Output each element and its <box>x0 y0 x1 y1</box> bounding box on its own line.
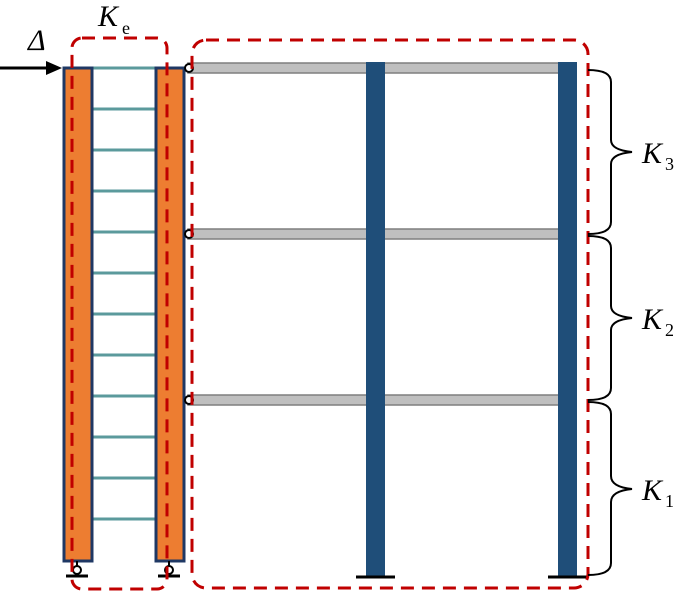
ke-label-main: K <box>97 0 120 33</box>
ladder-rungs <box>92 66 156 521</box>
k3-label-main: K <box>641 137 664 170</box>
frame-dashed-box <box>190 38 590 590</box>
ke-label: K e <box>97 0 130 38</box>
brace-k1 <box>587 401 633 576</box>
k1-label: K 1 <box>641 474 674 511</box>
brace-k2 <box>587 235 633 401</box>
left-wall-support <box>66 561 88 578</box>
delta-label: Δ <box>27 24 46 57</box>
brace-k3 <box>587 69 633 235</box>
column-middle <box>366 62 385 576</box>
right-wall-support <box>158 561 180 578</box>
k2-label-main: K <box>641 303 664 336</box>
column-right <box>558 62 577 576</box>
left-wall <box>62 66 94 563</box>
k3-label-sub: 3 <box>665 154 674 174</box>
k2-label: K 2 <box>641 303 674 340</box>
k2-label-sub: 2 <box>665 320 674 340</box>
right-wall <box>154 66 186 563</box>
delta-arrow <box>0 61 62 75</box>
k3-label: K 3 <box>641 137 674 174</box>
k1-label-main: K <box>641 474 664 507</box>
ke-label-sub: e <box>122 18 130 38</box>
k1-label-sub: 1 <box>665 491 674 511</box>
ke-dashed-box <box>70 36 169 591</box>
